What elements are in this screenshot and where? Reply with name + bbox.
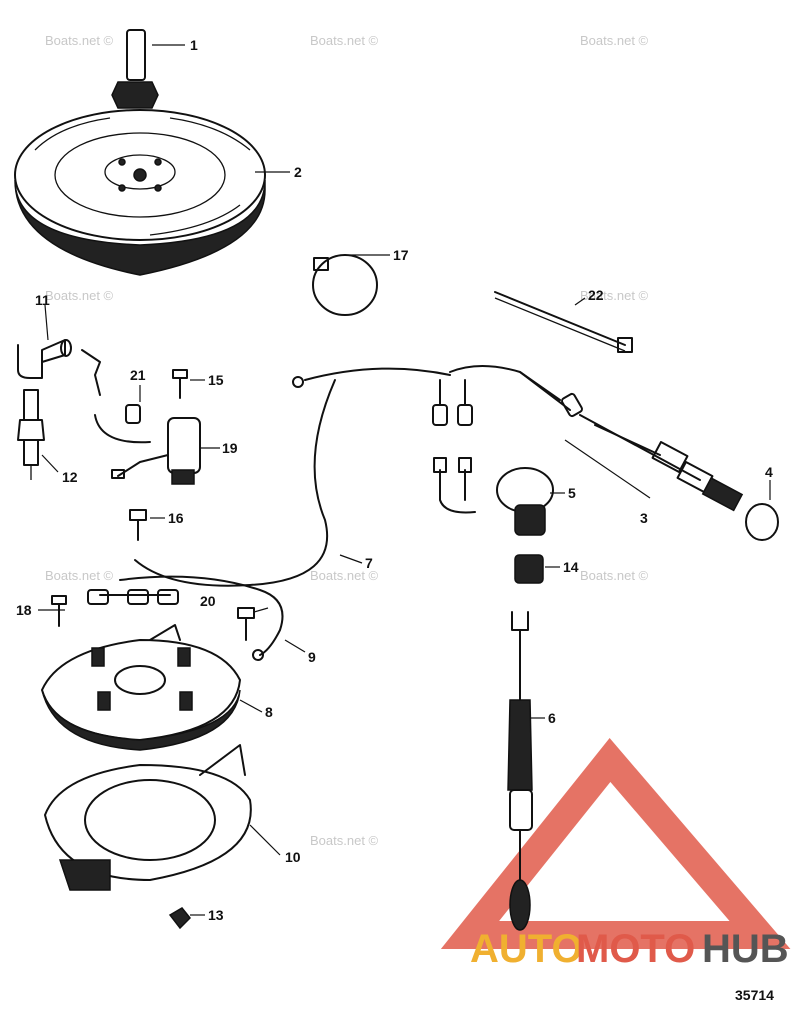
callout-5: 5 [568,485,576,501]
callout-19: 19 [222,440,238,456]
callout-7: 7 [365,555,373,571]
callout-11: 11 [35,292,50,308]
callout-4: 4 [765,464,773,480]
callout-9: 9 [308,649,316,665]
part-17-clamp [312,254,378,316]
callout-22: 22 [588,287,604,303]
part-21-sleeve [125,404,141,424]
callout-21: 21 [130,367,146,383]
part-16-screw [129,509,147,541]
part-7-harness [134,365,583,587]
part-14-spring [514,554,544,584]
watermark: Boats.net © [580,33,649,48]
part-12-spark-plug [17,389,45,480]
part-5-stop-switch [433,457,554,536]
part-2-flywheel [14,109,266,276]
callout-18: 18 [16,602,32,618]
part-1-stud [111,29,159,109]
callout-2: 2 [294,164,302,180]
watermark: Boats.net © [310,33,379,48]
part-19-ignition-coil [111,417,201,485]
callout-15: 15 [208,372,224,388]
part-18-screw [51,595,67,627]
diagram-reference-number: 35714 [735,987,774,1003]
callout-20: 20 [200,593,216,609]
part-22-cable-tie [494,291,633,353]
part-3-harness-connector [564,414,714,499]
watermark: Boats.net © [580,288,649,303]
logo-text-hub: HUB [702,927,789,971]
callout-12: 12 [62,469,78,485]
callout-3: 3 [640,510,648,526]
watermark: Boats.net © [580,568,649,583]
part-13-retainer [168,907,192,930]
part-20-screw [237,607,255,641]
part-8-stator-plate [41,624,241,751]
watermark: Boats.net © [45,33,114,48]
part-10-trigger-plate [44,744,252,891]
watermarks: Boats.net © Boats.net © Boats.net © Boat… [45,33,649,848]
callout-10: 10 [285,849,301,865]
part-9-stator-leads [87,575,284,661]
callout-leaders [38,44,771,916]
watermark: Boats.net © [310,568,379,583]
part-11-plug-boot [17,339,72,379]
watermark: Boats.net © [45,288,114,303]
callout-13: 13 [208,907,224,923]
callout-16: 16 [168,510,184,526]
part-6-lanyard [507,611,533,931]
part-15-screw [172,369,188,399]
callout-14: 14 [563,559,579,575]
logo-text-moto: MOTO [576,927,695,971]
callout-8: 8 [265,704,273,720]
part-4-connector-nut [701,477,779,541]
callout-1: 1 [190,37,198,53]
ignition-lead [81,349,101,396]
logo-text-auto: AUTO [470,927,583,971]
logo-mark [440,738,791,949]
watermark: Boats.net © [45,568,114,583]
callout-labels: 1 2 3 4 5 6 7 8 9 10 11 12 13 14 15 16 1… [16,37,773,923]
callout-17: 17 [393,247,409,263]
watermark: Boats.net © [310,833,379,848]
callout-6: 6 [548,710,556,726]
logo-text: AUTO MOTO HUB [470,927,789,971]
ignition-lead-lower [94,414,151,444]
